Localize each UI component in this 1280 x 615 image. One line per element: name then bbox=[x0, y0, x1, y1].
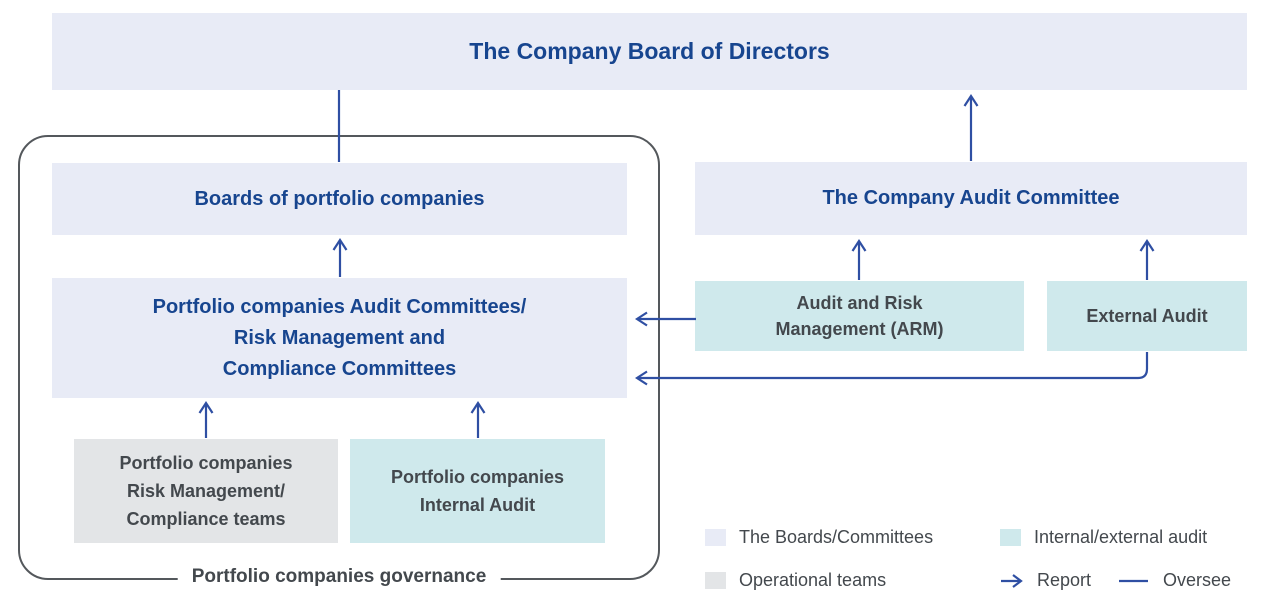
node-board-of-directors-label: The Company Board of Directors bbox=[469, 38, 830, 64]
node-external-audit: External Audit bbox=[1047, 281, 1247, 351]
legend-item-internal-external-audit: Internal/external audit bbox=[1000, 527, 1207, 548]
node-arm: Audit and Risk Management (ARM) bbox=[695, 281, 1024, 351]
legend-item-oversee: Oversee bbox=[1118, 570, 1231, 591]
node-external-audit-label: External Audit bbox=[1086, 305, 1208, 326]
node-portfolio-internal-audit: Portfolio companies Internal Audit bbox=[350, 439, 605, 543]
legend-label-oversee: Oversee bbox=[1163, 570, 1232, 590]
legend-label-boards-committees: The Boards/Committees bbox=[739, 527, 934, 547]
legend-item-operational-teams: Operational teams bbox=[705, 570, 886, 591]
report-arrow-icon bbox=[1001, 573, 1023, 588]
node-board-of-directors: The Company Board of Directors bbox=[52, 13, 1247, 90]
node-risk-compliance-teams: Portfolio companies Risk Management/ Com… bbox=[74, 439, 338, 543]
portfolio-governance-group-label: Portfolio companies governance bbox=[177, 566, 501, 588]
oversee-line-icon bbox=[1119, 579, 1148, 582]
legend-label-report: Report bbox=[1037, 570, 1092, 590]
node-portfolio-boards: Boards of portfolio companies bbox=[52, 163, 627, 235]
node-audit-committee-label: The Company Audit Committee bbox=[822, 187, 1120, 209]
node-audit-committee: The Company Audit Committee bbox=[695, 162, 1247, 235]
node-portfolio-committees: Portfolio companies Audit Committees/ Ri… bbox=[52, 278, 627, 398]
legend-label-operational-teams: Operational teams bbox=[739, 570, 887, 590]
node-portfolio-committees-label: Portfolio companies Audit Committees/ Ri… bbox=[152, 295, 527, 380]
legend-label-internal-external-audit: Internal/external audit bbox=[1034, 527, 1208, 547]
node-portfolio-internal-audit-label: Portfolio companies Internal Audit bbox=[390, 467, 565, 515]
node-arm-label: Audit and Risk Management (ARM) bbox=[775, 293, 944, 339]
audit-color-swatch bbox=[1000, 529, 1021, 546]
legend-item-boards-committees: The Boards/Committees bbox=[705, 527, 933, 548]
operational-color-swatch bbox=[705, 572, 726, 589]
node-portfolio-boards-label: Boards of portfolio companies bbox=[194, 187, 485, 210]
committee-color-swatch bbox=[705, 529, 726, 546]
report-arrow-external-audit-to-portfolio-committees bbox=[634, 352, 1149, 386]
node-risk-compliance-teams-label: Portfolio companies Risk Management/ Com… bbox=[119, 453, 293, 529]
legend-item-report: Report bbox=[1000, 570, 1091, 591]
